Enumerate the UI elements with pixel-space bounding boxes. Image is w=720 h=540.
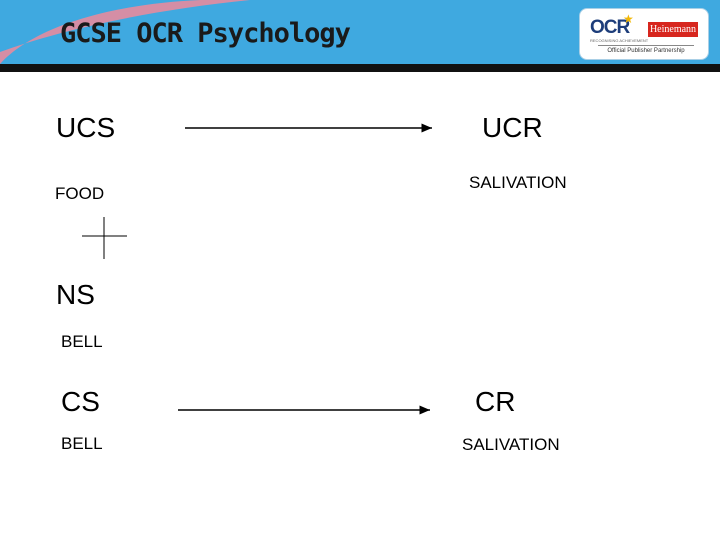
ucs-label: UCS <box>56 112 116 143</box>
slide-header: GCSE OCR Psychology OCR ★ RECOGNISING AC… <box>0 0 720 64</box>
ns-label: NS <box>56 279 95 310</box>
heinemann-logo: Heinemann <box>648 22 698 37</box>
ocr-logo-subtitle: RECOGNISING ACHIEVEMENT <box>590 38 649 43</box>
ns-example: BELL <box>61 332 103 351</box>
ucs-example: FOOD <box>55 184 105 203</box>
ocr-logo-text: OCR <box>590 17 630 38</box>
star-icon: ★ <box>623 12 634 26</box>
cr-example: SALIVATION <box>462 435 560 454</box>
ucr-label: UCR <box>482 112 543 143</box>
cs-example: BELL <box>61 434 103 453</box>
pink-swoosh-decoration <box>0 0 260 64</box>
cs-label: CS <box>61 386 100 417</box>
ucr-example: SALIVATION <box>469 173 567 192</box>
cr-label: CR <box>475 386 516 417</box>
header-title: GCSE OCR Psychology <box>60 18 351 49</box>
logo-divider <box>598 45 694 46</box>
header-band <box>0 64 720 72</box>
partnership-label: Official Publisher Partnership <box>607 48 685 54</box>
publisher-logo: OCR ★ RECOGNISING ACHIEVEMENT Heinemann … <box>579 8 709 60</box>
